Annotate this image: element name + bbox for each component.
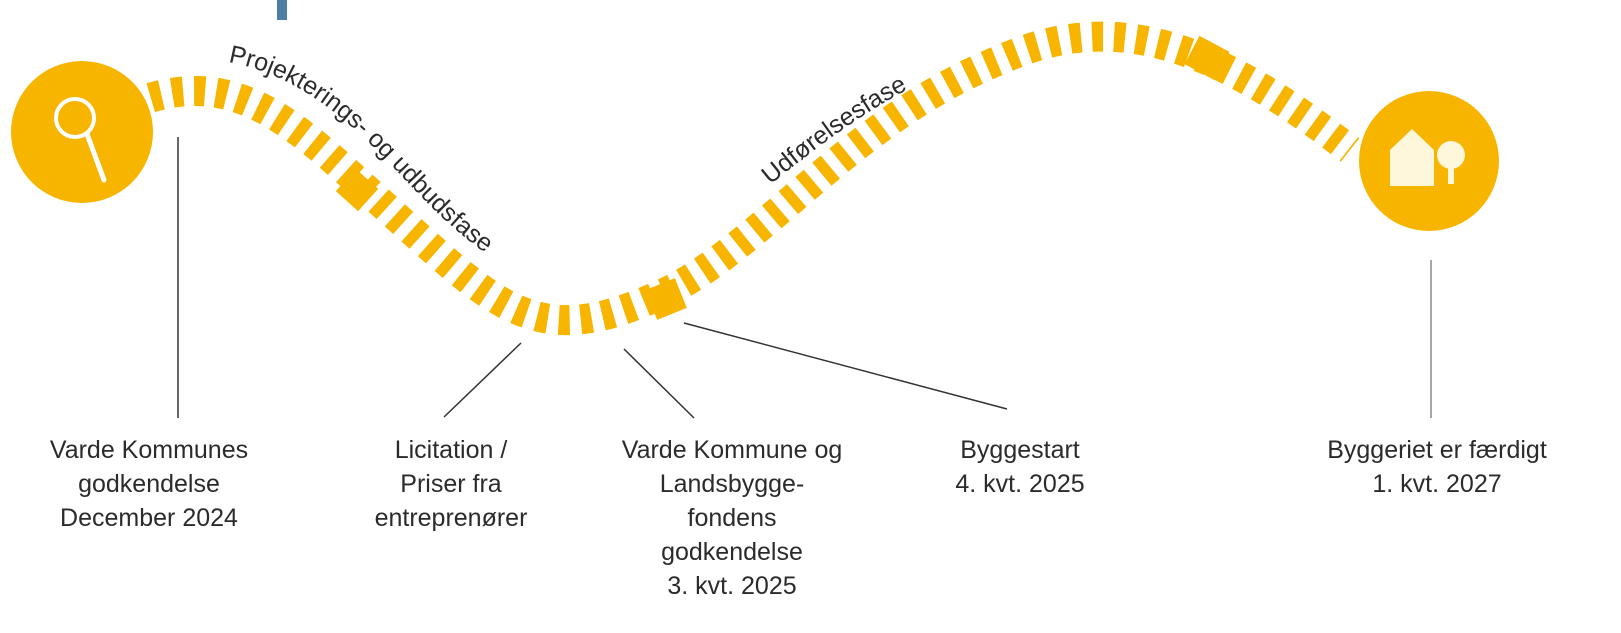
milestone-municipal-approval: Varde Kommunes godkendelse December 2024 xyxy=(18,433,280,535)
end-node xyxy=(1359,91,1499,231)
milestone-tender: Licitation / Priser fra entreprenører xyxy=(340,433,562,535)
phase-label-design: Projekterings- og udbudsfase xyxy=(227,40,499,257)
milestone-line: Byggestart xyxy=(960,436,1080,464)
milestone-line: Priser fra xyxy=(400,470,502,498)
connector-4 xyxy=(683,322,1008,410)
connector-3 xyxy=(623,348,695,419)
milestone-line: entreprenører xyxy=(374,504,528,532)
road-block-3 xyxy=(1184,35,1230,81)
road-path xyxy=(124,21,1360,335)
milestone-fund-approval: Varde Kommune og Landsbygge- fondens god… xyxy=(584,433,880,603)
milestone-line: December 2024 xyxy=(60,504,238,532)
milestone-line: godkendelse xyxy=(661,538,803,566)
milestone-line: 1. kvt. 2027 xyxy=(1372,470,1502,498)
start-node xyxy=(11,61,153,203)
milestone-completion: Byggeriet er færdigt 1. kvt. 2027 xyxy=(1272,433,1602,501)
milestone-line: godkendelse xyxy=(78,470,220,498)
house-and-tree-icon xyxy=(1390,129,1465,186)
milestone-line: Landsbygge- xyxy=(659,470,805,498)
magnifier-icon xyxy=(54,97,107,183)
milestone-construction-start: Byggestart 4. kvt. 2025 xyxy=(930,433,1110,501)
milestone-line: fondens xyxy=(687,504,777,532)
road-block-2 xyxy=(645,278,687,320)
milestone-line: Licitation / xyxy=(394,436,508,464)
milestone-line: Varde Kommunes xyxy=(49,436,249,464)
milestone-line: Byggeriet er færdigt xyxy=(1327,436,1547,464)
milestone-line: 4. kvt. 2025 xyxy=(955,470,1085,498)
connector-lines xyxy=(177,137,1432,419)
milestone-line: Varde Kommune og xyxy=(621,436,843,464)
milestone-line: 3. kvt. 2025 xyxy=(667,572,797,600)
road-block-1 xyxy=(335,168,379,212)
connector-2 xyxy=(443,342,522,418)
corner-mark xyxy=(277,0,287,20)
